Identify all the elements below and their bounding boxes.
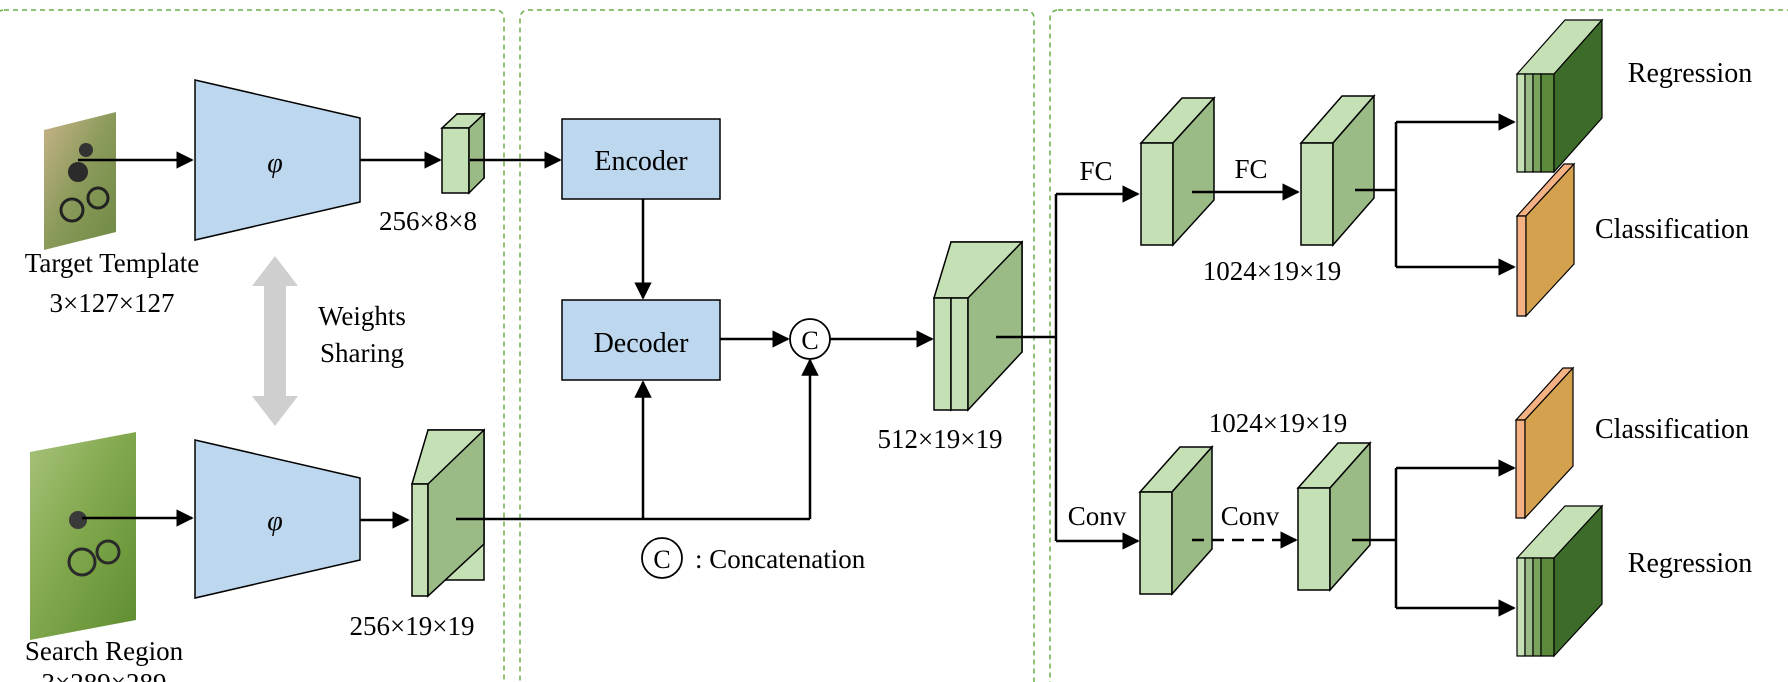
weights-sharing-line1: Weights	[318, 301, 406, 331]
concat-legend-text: : Concatenation	[695, 544, 866, 574]
regression-bottom-label: Regression	[1628, 548, 1752, 579]
concat-legend: C : Concatenation	[641, 537, 866, 579]
fc2-label: FC	[1234, 154, 1267, 184]
fc-feature-1	[1139, 96, 1216, 247]
target-template-label: Target Template	[25, 248, 199, 278]
phi-symbol-top: φ	[267, 148, 283, 179]
feature-small-cube	[440, 112, 486, 195]
panel-head	[1049, 9, 1788, 682]
conv-feature-1	[1138, 445, 1214, 596]
conv2-label: Conv	[1221, 501, 1280, 531]
encoder-box	[561, 118, 721, 200]
concat-feature-block	[932, 240, 1024, 412]
search-region-image	[30, 432, 136, 640]
decoder-label: Decoder	[594, 328, 690, 359]
classification-bottom-label: Classification	[1595, 414, 1749, 445]
weights-sharing-line2: Sharing	[320, 338, 404, 368]
target-template-image	[44, 112, 116, 250]
phi-symbol-bottom: φ	[267, 506, 283, 537]
search-region-label: Search Region	[25, 636, 184, 666]
conv-feature-2	[1296, 441, 1372, 592]
decoder-box	[561, 299, 721, 381]
search-region-size: 3×289×289	[42, 668, 167, 682]
concat-legend-symbol: C	[653, 545, 670, 574]
concat-node: C	[789, 318, 831, 360]
feature-large-cube	[410, 428, 486, 598]
classification-top-label: Classification	[1595, 214, 1749, 245]
target-template-size: 3×127×127	[50, 288, 175, 318]
concat-legend-icon	[641, 537, 683, 579]
conv-feature-size: 1024×19×19	[1209, 408, 1347, 438]
classification-output-top	[1515, 162, 1576, 318]
backbone-phi-bottom	[194, 439, 361, 599]
feature-large-size: 256×19×19	[350, 611, 475, 641]
weights-sharing-arrow-icon	[252, 256, 298, 426]
feature-small-size: 256×8×8	[379, 206, 477, 236]
regression-top-label: Regression	[1628, 58, 1752, 89]
classification-output-bottom	[1514, 366, 1575, 520]
conv1-label: Conv	[1068, 501, 1127, 531]
panel-backbone	[0, 9, 505, 682]
fc1-label: FC	[1079, 156, 1112, 186]
regression-output-bottom	[1515, 504, 1604, 658]
concat-feature-size: 512×19×19	[878, 424, 1003, 454]
concat-node-symbol: C	[801, 326, 818, 355]
fc-feature-size: 1024×19×19	[1203, 256, 1341, 286]
fc-feature-2	[1299, 93, 1376, 248]
backbone-phi-top	[194, 79, 361, 241]
encoder-label: Encoder	[594, 146, 688, 177]
panel-fusion	[519, 9, 1035, 682]
regression-output-top	[1515, 18, 1604, 174]
